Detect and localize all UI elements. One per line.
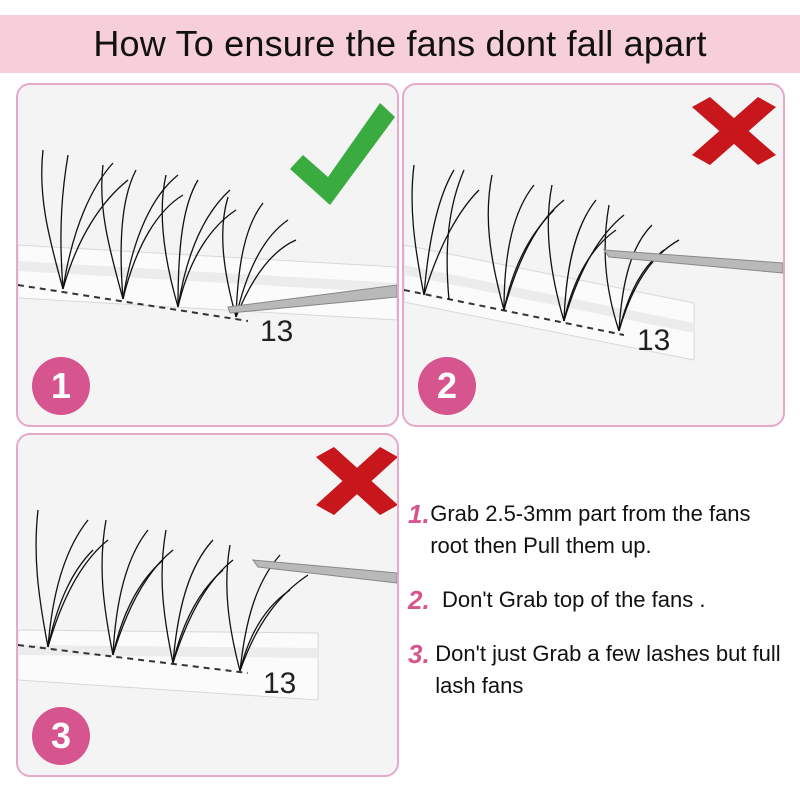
instruction-list: 1. Grab 2.5-3mm part from the fans root … [408,498,788,724]
title-banner: How To ensure the fans dont fall apart [0,15,800,73]
lash-strip-illustration: 13 [18,447,397,701]
tray-number: 13 [637,324,670,357]
lash-strip-illustration: 13 [404,97,783,361]
cross-icon [316,447,397,515]
lash-strip-illustration: 13 [18,103,397,348]
step-number: 2. [408,585,430,615]
tray-number: 13 [263,667,296,700]
step-number: 3. [408,639,430,669]
step-number: 1. [408,499,430,529]
list-item: 3. Don't just Grab a few lashes but full… [408,638,788,702]
list-item: 2. Don't Grab top of the fans . [408,584,788,616]
step-badge: 3 [32,707,90,765]
step-text: Don't just Grab a few lashes but full la… [435,641,781,698]
step-badge: 2 [418,357,476,415]
cross-icon [692,97,776,165]
panel-correct-grab: 13 1 [16,83,399,427]
page-title: How To ensure the fans dont fall apart [93,23,707,64]
panel-wrong-grab-top: 13 2 [402,83,785,427]
list-item: 1. Grab 2.5-3mm part from the fans root … [408,498,788,562]
step-text: Grab 2.5-3mm part from the fans root the… [430,501,751,558]
tray-number: 13 [260,315,293,348]
step-text: Don't Grab top of the fans . [442,587,706,612]
step-badge: 1 [32,357,90,415]
check-icon [290,103,395,205]
panel-wrong-few-lashes: 13 3 [16,433,399,777]
